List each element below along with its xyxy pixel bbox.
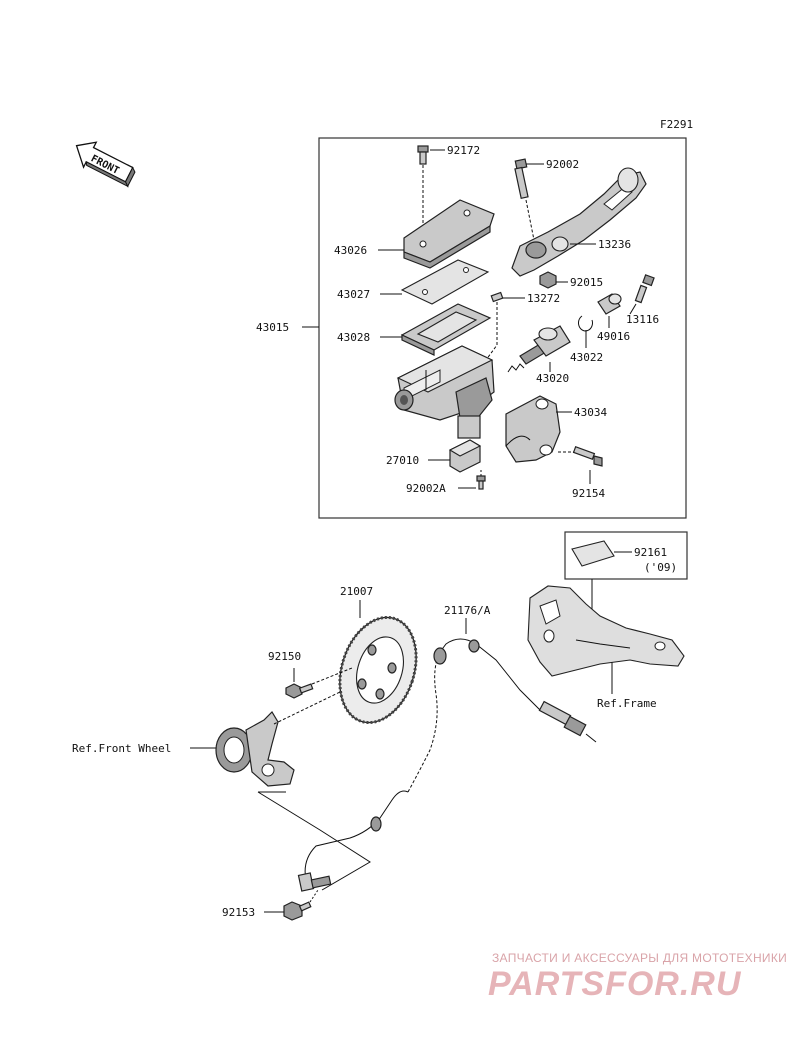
callout-92015: 92015 bbox=[570, 276, 603, 289]
callout-92150: 92150 bbox=[268, 650, 301, 663]
callout-13272: 13272 bbox=[527, 292, 560, 305]
handlebar-clamp bbox=[505, 395, 561, 463]
clamp-bolt-92154 bbox=[572, 445, 603, 467]
bolt-92153 bbox=[283, 901, 312, 921]
callout-43026: 43026 bbox=[334, 244, 367, 257]
dust-boot bbox=[597, 293, 622, 315]
screw-92002A bbox=[476, 475, 486, 490]
master-cylinder-body bbox=[394, 345, 495, 439]
circlip bbox=[578, 315, 593, 332]
callout-13116: 13116 bbox=[626, 313, 659, 326]
sensor-bracket bbox=[215, 711, 295, 787]
callout-43027: 43027 bbox=[337, 288, 370, 301]
callout-92002: 92002 bbox=[546, 158, 579, 171]
callout-21176A: 21176/A bbox=[444, 604, 491, 617]
callout-92153: 92153 bbox=[222, 906, 255, 919]
callout-13236: 13236 bbox=[598, 238, 631, 251]
diaphragm bbox=[400, 303, 492, 356]
callout-21007: 21007 bbox=[340, 585, 373, 598]
abs-sensor-cable bbox=[297, 638, 597, 892]
front-arrow-icon: FRONT bbox=[75, 141, 136, 188]
master-cylinder-box bbox=[318, 137, 687, 519]
label-box-92161 bbox=[564, 531, 688, 580]
piston-assembly bbox=[507, 325, 571, 373]
callout-92161: 92161 bbox=[634, 546, 667, 559]
label-sticker bbox=[571, 540, 615, 567]
brake-switch bbox=[448, 439, 482, 473]
callout-43022: 43022 bbox=[570, 351, 603, 364]
frame-bracket bbox=[527, 585, 685, 677]
reservoir-cap bbox=[403, 199, 495, 269]
diaphragm-plate bbox=[400, 259, 490, 305]
callout-43034: 43034 bbox=[574, 406, 607, 419]
callout-92002A: 92002A bbox=[406, 482, 446, 495]
callout-92172: 92172 bbox=[447, 144, 480, 157]
brake-lever bbox=[511, 167, 647, 277]
diagram-code: F2291 bbox=[660, 118, 693, 131]
bolt-92172 bbox=[417, 145, 429, 165]
callout-92161-note: ('09) bbox=[644, 561, 677, 574]
abs-sensor-rotor bbox=[338, 615, 418, 725]
push-rod bbox=[634, 274, 655, 304]
callout-43020: 43020 bbox=[536, 372, 569, 385]
callout-92154: 92154 bbox=[572, 487, 605, 500]
ref-frame: Ref.Frame bbox=[597, 697, 657, 710]
callout-43015: 43015 bbox=[256, 321, 289, 334]
bolt-92150 bbox=[285, 683, 314, 699]
callout-27010: 27010 bbox=[386, 454, 419, 467]
pin-13272 bbox=[490, 291, 504, 303]
ref-front-wheel: Ref.Front Wheel bbox=[72, 742, 171, 755]
nut-92015 bbox=[539, 271, 557, 289]
callout-49016: 49016 bbox=[597, 330, 630, 343]
pivot-bolt-92002 bbox=[514, 158, 529, 200]
watermark-tagline: ЗАПЧАСТИ И АКСЕССУАРЫ ДЛЯ МОТОТЕХНИКИ bbox=[492, 951, 787, 965]
callout-43028: 43028 bbox=[337, 331, 370, 344]
watermark-brand: PARTSFOR.RU bbox=[488, 965, 742, 1003]
